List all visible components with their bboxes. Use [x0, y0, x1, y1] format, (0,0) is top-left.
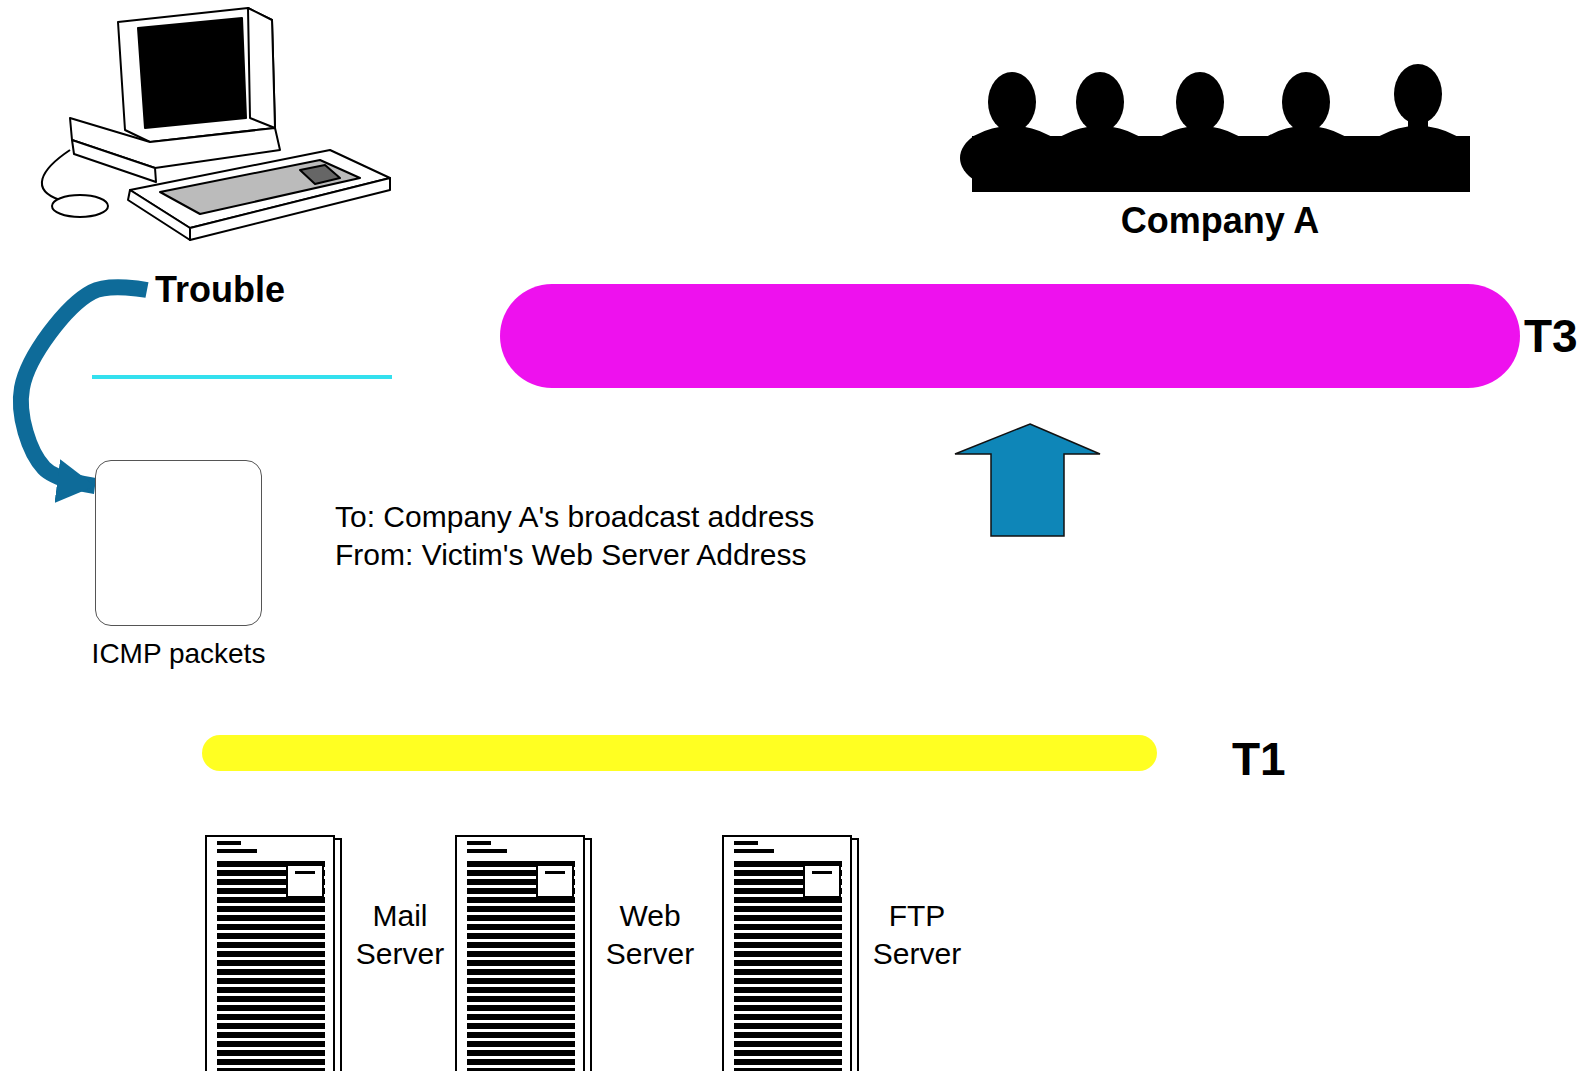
- packet-box: ICMP packets: [95, 460, 262, 716]
- computer-node: Trouble: [147, 265, 293, 315]
- node-label: T3: [1524, 313, 1578, 359]
- server-node: Web Server: [455, 835, 705, 1071]
- server-icon: [722, 835, 862, 1071]
- network-line: [92, 375, 392, 379]
- company-node: Company A: [960, 58, 1480, 258]
- node-label: Web Server: [595, 897, 705, 972]
- band-shape: [500, 284, 1520, 388]
- computer-icon: [42, 8, 390, 240]
- packet-note: From: Victim's Web Server Address: [335, 538, 806, 572]
- node-label: FTP Server: [862, 897, 972, 972]
- node-label: Company A: [960, 200, 1480, 242]
- server-icon: [205, 835, 345, 1071]
- curved-arrow: [21, 287, 147, 486]
- server-icon: [455, 835, 595, 1071]
- node-label: Trouble: [155, 269, 285, 311]
- node-label: Mail Server: [345, 897, 455, 972]
- packet-shape: [95, 460, 262, 626]
- node-label: ICMP packets: [75, 636, 282, 672]
- node-label: T1: [1232, 736, 1286, 782]
- band-shape: [202, 735, 1157, 771]
- server-node: FTP Server: [722, 835, 972, 1071]
- network-band: T3: [500, 284, 1594, 388]
- people-silhouette: [960, 58, 1480, 198]
- packet-note: To: Company A's broadcast address: [335, 500, 814, 534]
- network-band: T1: [202, 735, 1302, 791]
- server-node: Mail Server: [205, 835, 455, 1071]
- up-arrow: [955, 424, 1100, 536]
